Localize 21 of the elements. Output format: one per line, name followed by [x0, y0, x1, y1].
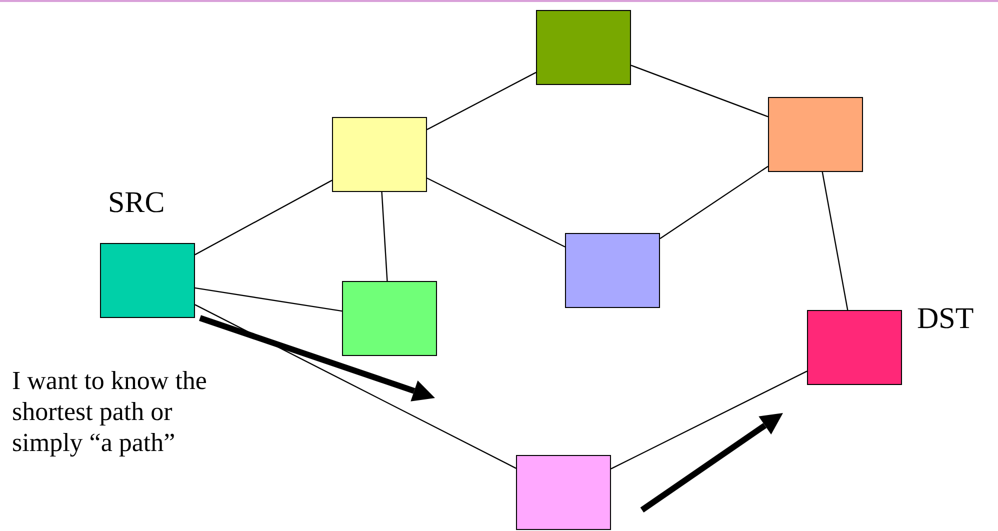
node-box: [768, 97, 863, 172]
node-box: [565, 233, 660, 308]
connector-line: [194, 180, 332, 256]
node-box: [516, 455, 611, 530]
node-box: [332, 117, 427, 192]
connector-line: [630, 64, 768, 118]
connector-line: [381, 192, 388, 282]
connector-line: [426, 178, 566, 248]
connector-line: [426, 72, 536, 130]
node-box: [342, 281, 437, 356]
node-box: [100, 243, 195, 318]
node-caption: DST: [917, 304, 974, 334]
connector-line: [822, 172, 848, 310]
node-box: [536, 10, 631, 85]
connector-line: [660, 166, 768, 240]
note-text: I want to know the shortest path or simply “a path”: [12, 365, 208, 459]
node-box: [807, 310, 902, 385]
connector-line: [194, 287, 342, 312]
connector-line: [194, 304, 516, 469]
connector-line: [610, 370, 808, 470]
node-caption: SRC: [108, 188, 165, 218]
